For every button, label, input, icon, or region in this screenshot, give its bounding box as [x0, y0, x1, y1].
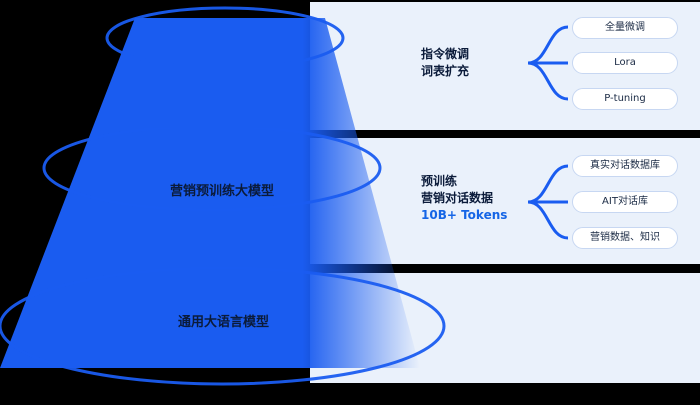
group-middle-highlight: 10B+ Tokens: [421, 208, 508, 222]
ring-bottom: [0, 266, 446, 386]
ring-top: [105, 6, 345, 70]
group-middle-text: 预训练 营销对话数据 10B+ Tokens: [421, 173, 507, 224]
pill-marketing-knowledge: 营销数据、知识: [572, 227, 678, 249]
connector-top: [527, 25, 569, 101]
pill-lora: Lora: [572, 52, 678, 74]
group-middle-line-1: 预训练: [421, 174, 458, 188]
group-middle-line-2: 营销对话数据: [421, 191, 494, 205]
pill-full-finetune: 全量微调: [572, 17, 678, 39]
pill-real-dialog-db: 真实对话数据库: [572, 155, 678, 177]
group-top-line-2: 词表扩充: [421, 64, 470, 78]
ring-middle: [42, 124, 382, 212]
pyramid-body: [0, 18, 420, 368]
group-top-line-1: 指令微调: [421, 47, 470, 61]
layer-label-marketing: 营销预训练大模型: [170, 184, 275, 199]
connector-middle: [527, 164, 569, 240]
layer-label-general: 通用大语言模型: [178, 315, 270, 330]
group-top-text: 指令微调 词表扩充: [421, 46, 469, 80]
pill-ait-dialog: AIT对话库: [572, 191, 678, 213]
pill-p-tuning: P-tuning: [572, 88, 678, 110]
